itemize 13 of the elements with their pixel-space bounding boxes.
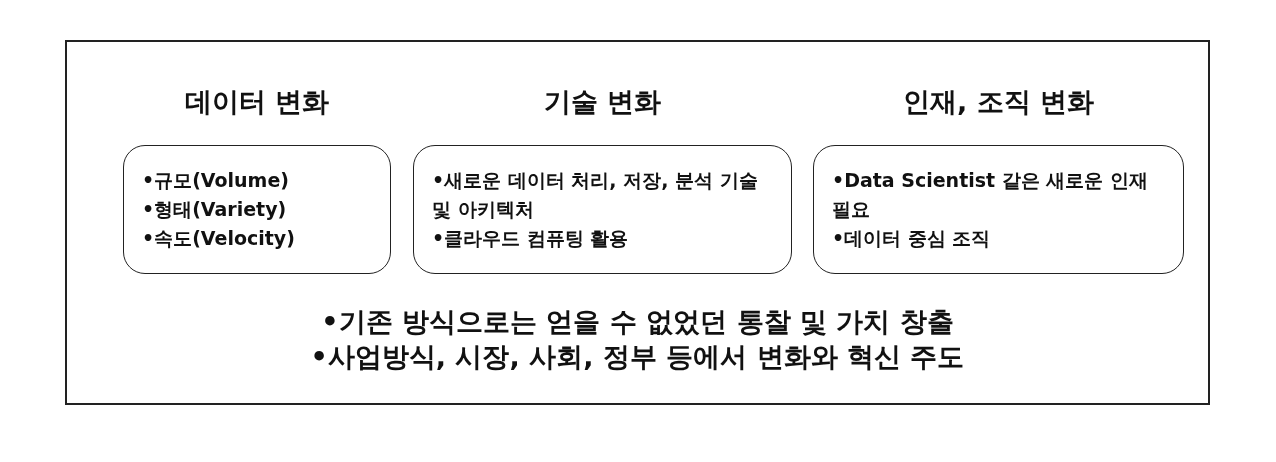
bullet-text: •규모(Volume) <box>142 168 290 193</box>
column-heading: 데이터 변화 <box>183 85 331 119</box>
frame-box <box>65 40 1210 405</box>
column-heading: 인재, 조직 변화 <box>901 85 1096 119</box>
column-heading: 기술 변화 <box>542 85 663 119</box>
bullet-text: •데이터 중심 조직 <box>832 226 992 251</box>
bullet-text: •형태(Variety) <box>142 197 288 222</box>
bullet-text: •Data Scientist 같은 새로운 인재 필요 <box>832 168 1149 222</box>
bullet-text: •새로운 데이터 처리, 저장, 분석 기술 및 아키텍처 <box>432 168 759 222</box>
bullet-text: •클라우드 컴퓨팅 활용 <box>432 226 630 251</box>
bullet-text: •속도(Velocity) <box>142 226 296 251</box>
bullet-text: •기존 방식으로는 얻을 수 없었던 통찰 및 가치 창출 <box>320 305 955 339</box>
bullet-text: •사업방식, 시장, 사회, 정부 등에서 변화와 혁신 주도 <box>309 340 966 374</box>
